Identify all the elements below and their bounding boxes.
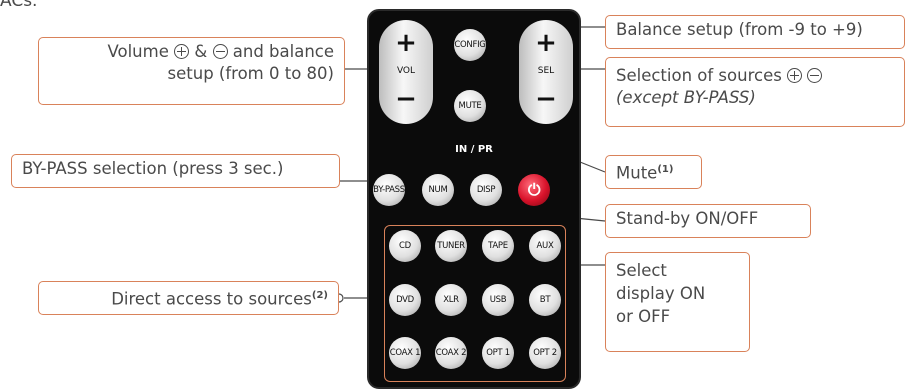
volume-plus[interactable]: + — [395, 28, 417, 58]
minus-circle-icon — [807, 68, 823, 83]
aux-button[interactable]: AUX — [529, 230, 561, 262]
plus-circle-icon — [787, 68, 803, 83]
dvd-button[interactable]: DVD — [389, 284, 421, 316]
callout-volume: Volume & and balance setup (from 0 to 80… — [38, 37, 345, 105]
bt-button[interactable]: BT — [529, 284, 561, 316]
callout-selection: Selection of sources (except BY-PASS) — [605, 57, 905, 127]
intro-text-fragment: ACs. — [0, 0, 38, 11]
selection-label: SEL — [537, 66, 555, 76]
callout-mute: Mute(1) — [605, 155, 702, 189]
callout-mute-text: Mute — [616, 163, 658, 183]
selection-plus[interactable]: + — [535, 28, 557, 58]
power-button[interactable]: ⏻ — [518, 174, 550, 206]
remote-control: + VOL − + SEL − CONFIG MUTE IN / PR BY-P… — [367, 9, 581, 389]
callout-selection-note: (except BY-PASS) — [616, 88, 756, 107]
callout-volume-word: Volume — [107, 42, 169, 61]
callout-volume-amp: & — [194, 42, 208, 61]
callout-direct: Direct access to sources(2) — [38, 281, 339, 315]
tuner-button[interactable]: TUNER — [435, 230, 467, 262]
config-button[interactable]: CONFIG — [454, 29, 486, 61]
coax2-button[interactable]: COAX 2 — [435, 337, 467, 369]
coax1-button[interactable]: COAX 1 — [389, 337, 421, 369]
volume-label: VOL — [396, 66, 416, 76]
callout-display-line2: display ON — [616, 284, 706, 303]
callout-display-line1: Select — [616, 261, 667, 280]
volume-minus[interactable]: − — [395, 84, 417, 114]
callout-volume-line2: setup (from 0 to 80) — [167, 64, 334, 83]
selection-rocker[interactable]: + SEL − — [519, 20, 573, 124]
in-pr-label: IN / PR — [455, 144, 493, 155]
callout-balance: Balance setup (from -9 to +9) — [605, 15, 905, 49]
callout-standby: Stand-by ON/OFF — [605, 204, 811, 238]
cd-button[interactable]: CD — [389, 230, 421, 262]
minus-circle-icon — [212, 44, 228, 59]
opt1-button[interactable]: OPT 1 — [482, 337, 514, 369]
callout-display-line3: or OFF — [616, 307, 671, 326]
callout-direct-note: (2) — [311, 290, 328, 301]
usb-button[interactable]: USB — [482, 284, 514, 316]
callout-selection-text: Selection of sources — [616, 66, 782, 85]
bypass-button[interactable]: BY-PASS — [373, 174, 405, 206]
callout-direct-text: Direct access to sources — [111, 289, 312, 309]
callout-bypass-text: BY-PASS selection (press 3 sec.) — [22, 159, 284, 178]
callout-bypass: BY-PASS selection (press 3 sec.) — [11, 154, 340, 188]
source-buttons-group — [384, 225, 566, 382]
num-button[interactable]: NUM — [422, 174, 454, 206]
xlr-button[interactable]: XLR — [435, 284, 467, 316]
tape-button[interactable]: TAPE — [482, 230, 514, 262]
callout-display: Select display ON or OFF — [605, 252, 750, 352]
disp-button[interactable]: DISP — [470, 174, 502, 206]
callout-standby-text: Stand-by ON/OFF — [616, 209, 759, 228]
callout-mute-note: (1) — [657, 164, 674, 175]
plus-circle-icon — [174, 44, 190, 59]
selection-minus[interactable]: − — [535, 84, 557, 114]
opt2-button[interactable]: OPT 2 — [529, 337, 561, 369]
callout-volume-balance: and balance — [232, 42, 334, 61]
callout-balance-text: Balance setup (from -9 to +9) — [616, 20, 863, 39]
volume-rocker[interactable]: + VOL − — [379, 20, 433, 124]
mute-button[interactable]: MUTE — [454, 90, 486, 122]
